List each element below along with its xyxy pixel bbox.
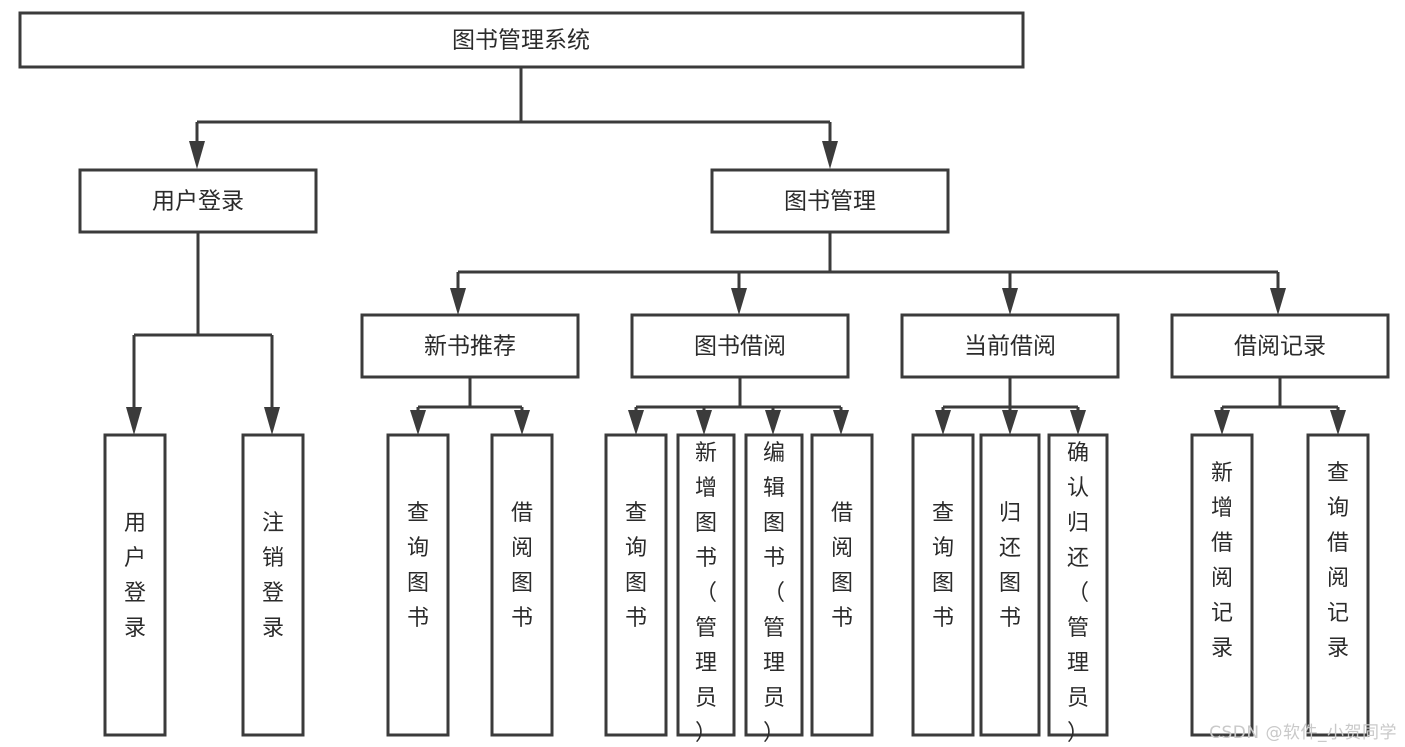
connector-book-borrow-group [628, 377, 849, 435]
leaf-label: 查询借阅记录 [1327, 461, 1349, 661]
node-new-book-recommend[interactable]: 新书推荐 [360, 313, 580, 379]
book-management-box[interactable] [710, 168, 950, 234]
node-current-borrow[interactable]: 当前借阅 [900, 313, 1120, 379]
arrow-cb-leaf-3 [1070, 410, 1086, 435]
leaf-node[interactable]: 借阅图书 [490, 433, 554, 737]
new-book-recommend-label: 新书推荐 [424, 334, 516, 360]
node-root[interactable]: 图书管理系统 [18, 11, 1025, 69]
leaf-label: 查询图书 [625, 501, 647, 631]
leaf-label: 查询图书 [932, 501, 954, 631]
leaf-box[interactable] [810, 433, 874, 737]
connector-book-management-group [450, 232, 1286, 315]
leaf-label: 编辑图书（管理员） [763, 441, 785, 746]
leaf-node[interactable]: 确认归还（管理员） [1047, 433, 1109, 746]
book-management-label: 图书管理 [784, 189, 876, 215]
leaf-box[interactable] [604, 433, 668, 737]
arrow-to-new-book-rec [450, 288, 466, 315]
connector-current-borrow-group [935, 377, 1086, 435]
new-book-recommend-box[interactable] [360, 313, 580, 379]
leaf-label: 注销登录 [262, 511, 284, 641]
leaf-box[interactable] [241, 433, 305, 737]
leaf-node[interactable]: 归还图书 [979, 433, 1041, 737]
leaf-box[interactable] [1047, 433, 1109, 737]
leaf-node[interactable]: 查询图书 [911, 433, 975, 737]
leaf-label: 新增借阅记录 [1211, 461, 1233, 661]
leaf-box[interactable] [979, 433, 1041, 737]
book-borrow-box[interactable] [630, 313, 850, 379]
leaf-label: 归还图书 [999, 501, 1021, 631]
node-borrow-record[interactable]: 借阅记录 [1170, 313, 1390, 379]
arrow-user-login-leaf-1 [126, 407, 142, 435]
leaf-box[interactable] [490, 433, 554, 737]
borrow-record-box[interactable] [1170, 313, 1390, 379]
arrow-bb-leaf-4 [833, 410, 849, 435]
current-borrow-box[interactable] [900, 313, 1120, 379]
node-user-login[interactable]: 用户登录 [78, 168, 318, 234]
arrow-br-leaf-1 [1214, 410, 1230, 435]
current-borrow-label: 当前借阅 [964, 334, 1056, 360]
arrow-to-borrow-record [1270, 288, 1286, 315]
leaf-box[interactable] [911, 433, 975, 737]
node-book-borrow[interactable]: 图书借阅 [630, 313, 850, 379]
leaf-box[interactable] [386, 433, 450, 737]
leaf-label: 借阅图书 [831, 501, 853, 631]
borrow-record-label: 借阅记录 [1234, 334, 1326, 360]
leaf-box[interactable] [676, 433, 736, 737]
leaf-box[interactable] [103, 433, 167, 737]
book-borrow-label: 图书借阅 [694, 334, 786, 360]
arrow-br-leaf-2 [1330, 410, 1346, 435]
leaf-node[interactable]: 编辑图书（管理员） [744, 433, 804, 746]
arrow-bb-leaf-2 [696, 410, 712, 435]
leaf-node[interactable]: 查询借阅记录 [1306, 433, 1370, 737]
user-login-label: 用户登录 [152, 189, 244, 215]
node-book-management[interactable]: 图书管理 [710, 168, 950, 234]
leaf-box[interactable] [1190, 433, 1254, 737]
leaf-node[interactable]: 注销登录 [241, 433, 305, 737]
arrow-root-to-book-mgmt [822, 141, 838, 169]
arrow-to-current-borrow [1002, 288, 1018, 315]
arrow-to-book-borrow [731, 288, 747, 315]
leaf-label: 新增图书（管理员） [695, 441, 717, 746]
leaf-node[interactable]: 新增借阅记录 [1190, 433, 1254, 737]
arrow-bb-leaf-3 [765, 410, 781, 435]
arrow-nbr-leaf-2 [514, 410, 530, 435]
leaf-node[interactable]: 新增图书（管理员） [676, 433, 736, 746]
leaf-box[interactable] [1306, 433, 1370, 737]
arrow-user-login-leaf-2 [264, 407, 280, 435]
leaf-box[interactable] [744, 433, 804, 737]
leaf-label: 借阅图书 [511, 501, 533, 631]
arrow-bb-leaf-1 [628, 410, 644, 435]
arrow-cb-leaf-1 [935, 410, 951, 435]
leaf-node[interactable]: 用户登录 [103, 433, 167, 737]
leaf-label: 确认归还（管理员） [1067, 441, 1089, 746]
leaf-node[interactable]: 查询图书 [604, 433, 668, 737]
connector-user-login-group [126, 232, 280, 435]
leaf-node[interactable]: 查询图书 [386, 433, 450, 737]
leaf-node[interactable]: 借阅图书 [810, 433, 874, 737]
watermark-text: CSDN @软件_小贺同学 [1209, 723, 1397, 743]
root-box[interactable] [18, 11, 1025, 69]
root-label: 图书管理系统 [452, 28, 590, 54]
connector-root-group [189, 67, 838, 169]
connector-new-book-recommend-group [410, 377, 530, 435]
leaf-label: 查询图书 [407, 501, 429, 631]
arrow-nbr-leaf-1 [410, 410, 426, 435]
connector-borrow-record-group [1214, 377, 1346, 435]
arrow-root-to-user-login [189, 141, 205, 169]
leaf-label: 用户登录 [124, 511, 146, 641]
arrow-cb-leaf-2 [1002, 410, 1018, 435]
